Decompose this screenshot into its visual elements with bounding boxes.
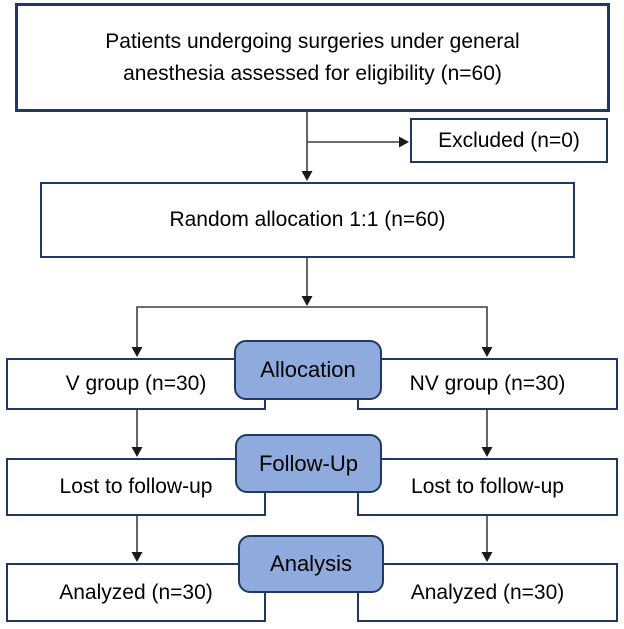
- arrow-nvgroup-to-lost: [481, 410, 493, 457]
- arrow-lost-to-analyzed-left: [131, 516, 143, 562]
- arrow-randomization-to-branch: [301, 258, 313, 306]
- eligibility-label: Patients undergoing surgeries under gene…: [105, 30, 520, 85]
- excluded-box: Excluded (n=0): [410, 118, 608, 163]
- analyzed-left-box: Analyzed (n=30): [6, 563, 266, 622]
- lost-followup-left-box: Lost to follow-up: [6, 458, 266, 516]
- analyzed-right-label: Analyzed (n=30): [410, 580, 565, 604]
- analysis-stage-label: Analysis: [270, 551, 352, 576]
- lost-followup-right-label: Lost to follow-up: [411, 475, 564, 499]
- analyzed-left-label: Analyzed (n=30): [59, 580, 213, 604]
- randomization-label: Random allocation 1:1 (n=60): [169, 208, 446, 232]
- analyzed-right-box: Analyzed (n=30): [357, 563, 618, 622]
- arrow-lost-to-analyzed-right: [481, 516, 493, 562]
- allocation-stage-badge: Allocation: [234, 340, 382, 400]
- arrow-eligibility-to-randomization: [301, 112, 313, 181]
- lost-followup-right-box: Lost to follow-up: [357, 458, 618, 516]
- lost-followup-left-label: Lost to follow-up: [59, 475, 213, 499]
- follow-up-stage-label: Follow-Up: [258, 450, 359, 476]
- v-group-label: V group (n=30): [65, 372, 207, 396]
- follow-up-stage-badge: Follow-Up: [235, 434, 382, 493]
- analysis-stage-badge: Analysis: [238, 535, 384, 593]
- nv-group-label: NV group (n=30): [409, 372, 566, 396]
- excluded-label: Excluded (n=0): [438, 128, 580, 152]
- nv-group-box: NV group (n=30): [357, 358, 618, 410]
- allocation-stage-label: Allocation: [260, 357, 356, 382]
- eligibility-box: Patients undergoing surgeries under gene…: [15, 3, 610, 112]
- arrow-vgroup-to-lost: [131, 410, 143, 457]
- arrow-to-excluded: [307, 136, 409, 148]
- randomization-box: Random allocation 1:1 (n=60): [40, 182, 575, 258]
- v-group-box: V group (n=30): [6, 358, 266, 410]
